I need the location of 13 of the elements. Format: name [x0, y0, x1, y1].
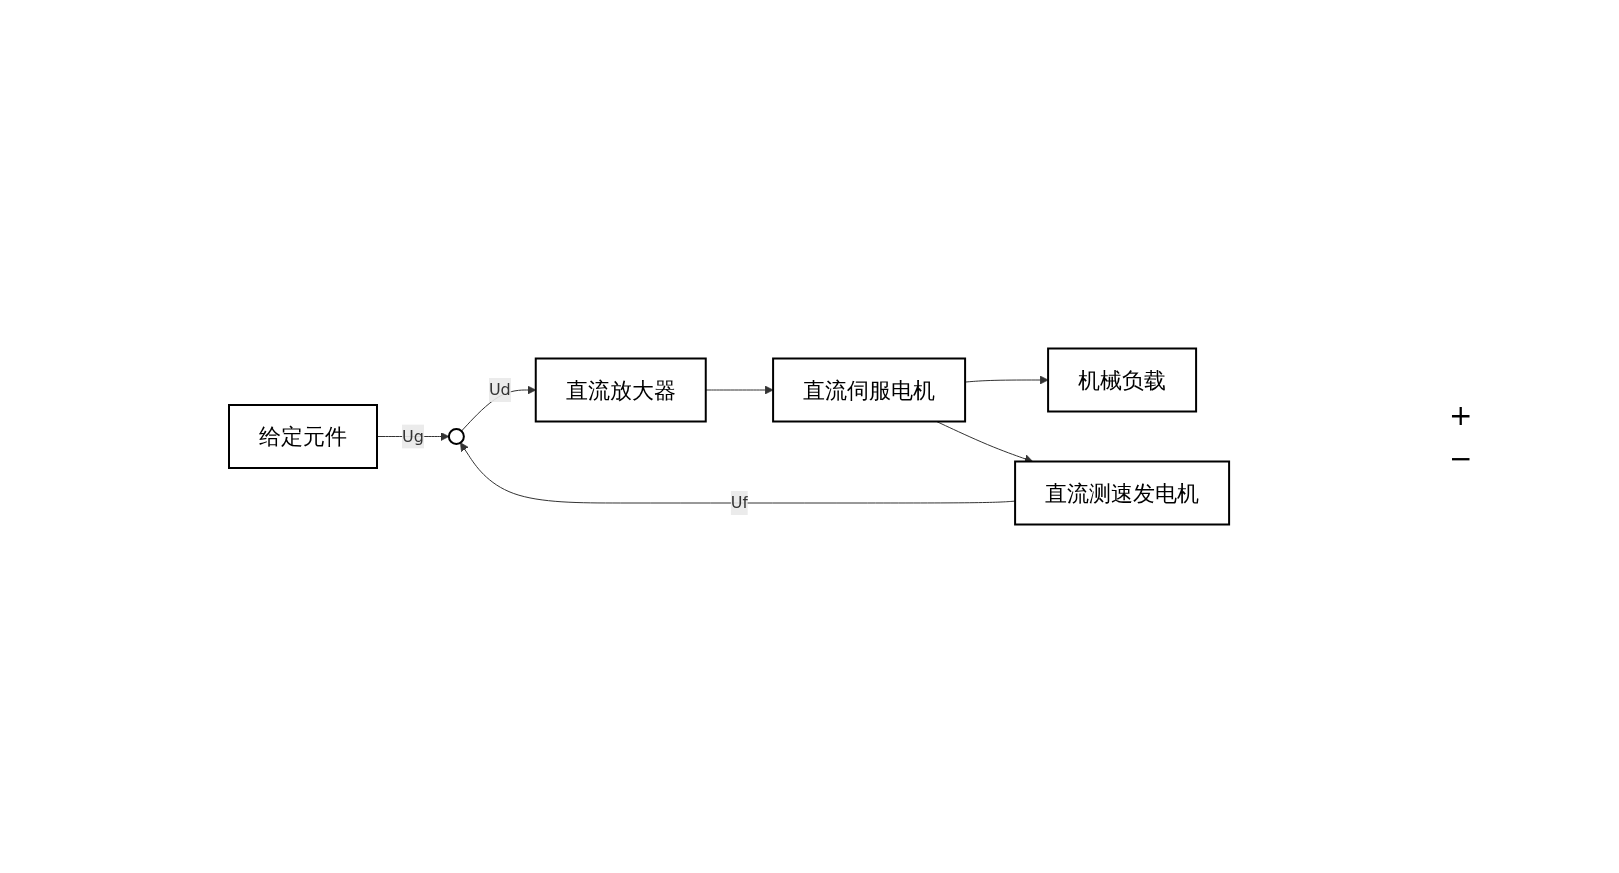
- node-box: 给定元件: [228, 404, 379, 469]
- edge-label: Uf: [731, 493, 749, 512]
- arrow: [965, 375, 1049, 385]
- node-circle: [448, 428, 466, 445]
- node-box: 机械负载: [1047, 347, 1198, 413]
- node-box: 直流伺服电机: [772, 357, 967, 423]
- node-box: 直流测速发电机: [1014, 460, 1231, 526]
- edge-label: Ud: [489, 380, 512, 399]
- arrow: [461, 385, 537, 432]
- sign-label: −: [1449, 441, 1474, 475]
- edge-label: Ug: [402, 426, 425, 446]
- node-box: 直流放大器: [535, 357, 708, 423]
- sign-label: +: [1449, 398, 1474, 432]
